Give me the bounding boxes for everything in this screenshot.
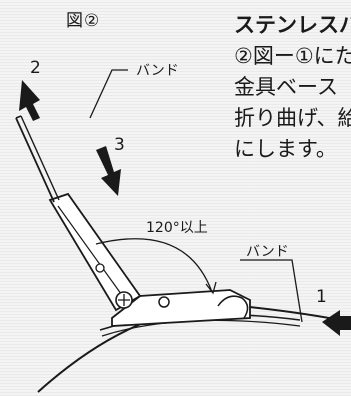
bracket-loop	[217, 295, 249, 319]
band-right-leader	[240, 259, 303, 323]
step-2-label: 2	[30, 58, 41, 78]
folded-band	[15, 117, 55, 203]
arrow-3-icon	[96, 146, 121, 196]
folded-band-inner	[20, 115, 60, 201]
slot-hole	[158, 296, 170, 308]
band-right-label: バンド	[246, 244, 289, 260]
band-top-leader	[89, 69, 128, 119]
instruction-line: にします。	[234, 137, 337, 161]
hinge-screw-cross	[118, 294, 130, 306]
step-1-label: 1	[316, 287, 327, 307]
band-top-label: バンド	[136, 63, 179, 79]
instruction-line: ステンレスバ	[234, 13, 351, 37]
hinge-arm	[48, 192, 142, 312]
instruction-text: ステンレスバ ②図ー①にた 金具ベース 折り曲げ、給 にします。	[234, 10, 351, 165]
step-3-label: 3	[114, 135, 125, 155]
instruction-line: ②図ー①にた	[234, 44, 351, 68]
hinge-arm-inner	[57, 205, 125, 299]
angle-label: 120°以上	[146, 220, 208, 236]
arrow-1-icon	[322, 310, 351, 336]
instruction-line: 折り曲げ、給	[234, 106, 351, 130]
angle-arc	[95, 238, 213, 293]
arrow-2-icon	[19, 80, 40, 121]
arm-pin	[95, 263, 105, 273]
angle-arc-arrowhead	[205, 281, 217, 295]
folded-band-tip	[15, 115, 22, 119]
figure-title: 図②	[66, 11, 101, 31]
instruction-line: 金具ベース	[234, 75, 338, 99]
